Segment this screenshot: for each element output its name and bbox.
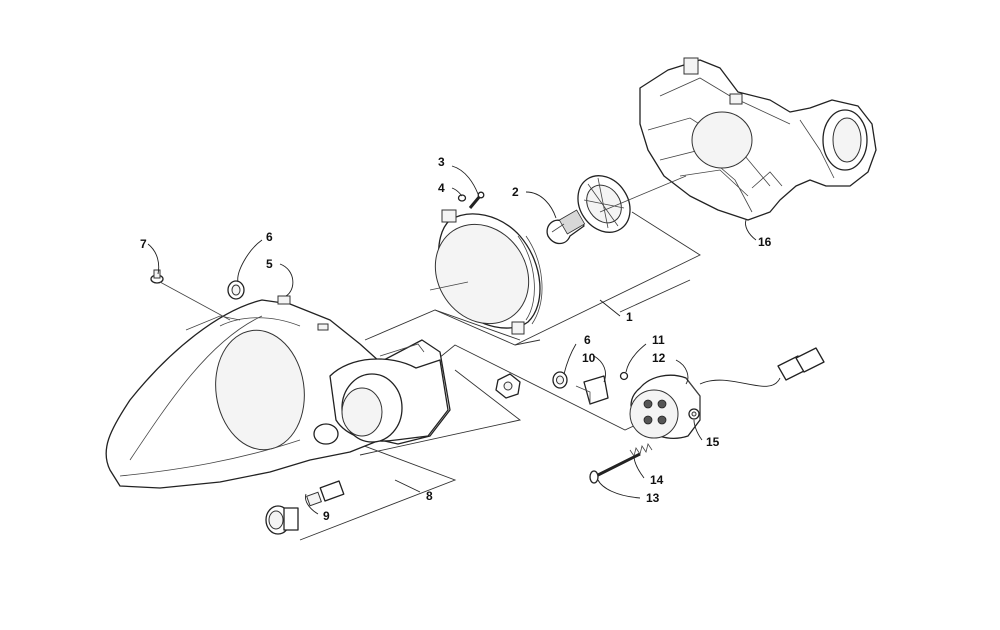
leader-lines xyxy=(147,165,757,515)
hex-nut xyxy=(495,373,521,399)
callout-6-lower: 6 xyxy=(584,333,591,347)
callout-7: 7 xyxy=(140,237,147,251)
callout-10: 10 xyxy=(582,351,596,365)
screw-11 xyxy=(619,371,629,381)
nut-15 xyxy=(688,408,700,420)
grommet-6-upper xyxy=(227,280,245,300)
grommet-6-lower xyxy=(552,371,568,389)
callout-6-upper: 6 xyxy=(266,230,273,244)
screw-7 xyxy=(150,269,231,321)
callout-13: 13 xyxy=(646,491,660,505)
callout-8: 8 xyxy=(426,489,433,503)
callout-9: 9 xyxy=(323,509,330,523)
aux-lamp-12 xyxy=(629,347,825,439)
callout-15: 15 xyxy=(706,435,720,449)
callout-1: 1 xyxy=(626,310,633,324)
callout-labels: 1 2 3 4 5 6 6 7 8 9 10 11 12 13 14 15 16 xyxy=(140,155,772,523)
callout-14: 14 xyxy=(650,473,664,487)
callout-3: 3 xyxy=(438,155,445,169)
washer-4 xyxy=(457,194,467,202)
rear-housing-16 xyxy=(639,57,877,221)
callout-5: 5 xyxy=(266,257,273,271)
adjuster-bolt-13 xyxy=(589,452,641,484)
callout-2: 2 xyxy=(512,185,519,199)
headlight-housing-5 xyxy=(105,295,451,489)
callout-4: 4 xyxy=(438,181,445,195)
callout-16: 16 xyxy=(758,235,772,249)
clip-10 xyxy=(575,375,609,405)
bulb-2 xyxy=(546,209,586,245)
callout-12: 12 xyxy=(652,351,666,365)
alignment-axes xyxy=(429,175,687,291)
headlight-lens-1 xyxy=(434,209,543,335)
spring-14 xyxy=(629,443,653,457)
bulb-retainer-ring xyxy=(577,175,631,233)
screw-3 xyxy=(468,191,485,209)
bulb-socket-9 xyxy=(265,480,345,535)
assembly-bracket-1 xyxy=(364,211,701,346)
callout-11: 11 xyxy=(652,333,665,347)
